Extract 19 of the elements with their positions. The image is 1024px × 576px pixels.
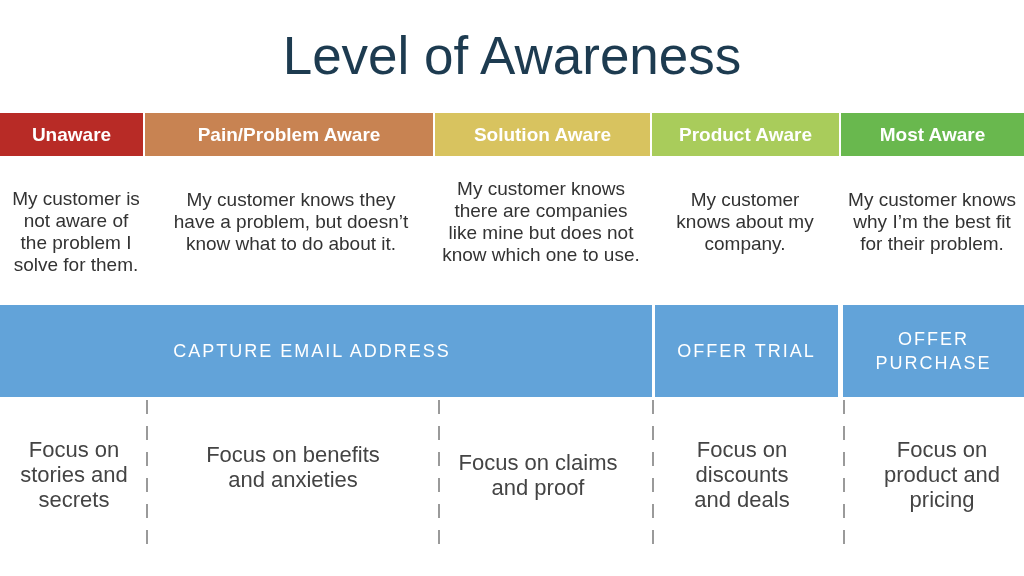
stage-description: My customer knows there are companies like mine but does not know which one to use. xyxy=(441,178,641,266)
stage-description: My customer knows why I’m the best fit for their problem. xyxy=(847,189,1017,255)
stage-header-bar: Most Aware xyxy=(841,113,1024,156)
focus-text: Focus on stories and secrets xyxy=(19,437,129,512)
action-bar: OFFER PURCHASE xyxy=(843,305,1024,397)
diagram-title: Level of Awareness xyxy=(281,27,743,86)
stage-header-bar: Unaware xyxy=(0,113,143,156)
action-bar: CAPTURE EMAIL ADDRESS xyxy=(0,305,652,397)
stage-description: My customer knows they have a problem, but doesn’t know what to do about it. xyxy=(172,189,410,255)
focus-text: Focus on product and pricing xyxy=(882,437,1002,512)
stage-header-bar: Solution Aware xyxy=(435,113,650,156)
focus-text: Focus on discounts and deals xyxy=(693,437,791,512)
focus-text: Focus on claims and proof xyxy=(457,450,619,500)
stage-header-bar: Product Aware xyxy=(652,113,839,156)
focus-text: Focus on benefits and anxieties xyxy=(205,442,381,492)
stage-header-bar: Pain/Problem Aware xyxy=(145,113,433,156)
action-bar: OFFER TRIAL xyxy=(655,305,838,397)
stage-description: My customer is not aware of the problem I solve for them. xyxy=(11,188,141,276)
stage-description: My customer knows about my company. xyxy=(675,189,815,255)
